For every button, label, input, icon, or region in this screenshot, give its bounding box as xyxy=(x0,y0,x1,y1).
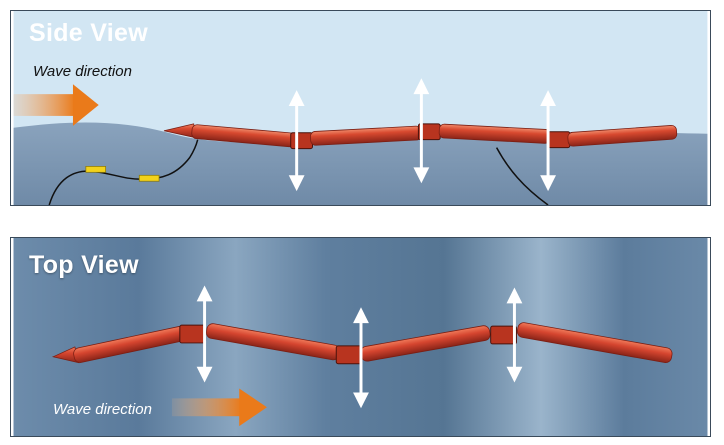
tube-joint xyxy=(547,131,571,149)
mooring-buoy xyxy=(85,166,160,182)
top-view-title: Top View xyxy=(29,251,139,279)
motion-arrow-icon xyxy=(196,285,213,383)
top-wave-direction-label: Wave direction xyxy=(53,401,152,418)
top-view-panel: Top View Wave direction xyxy=(10,237,711,437)
side-view-illustration xyxy=(13,11,708,205)
mooring-line-right xyxy=(495,147,549,205)
tube-joint xyxy=(490,325,517,345)
tube-joint xyxy=(179,324,207,344)
side-view-title: Side View xyxy=(29,19,148,47)
wave-direction-arrow-icon xyxy=(171,388,267,427)
motion-arrow-icon xyxy=(506,287,523,383)
top-view-illustration xyxy=(13,238,708,436)
motion-arrow-icon xyxy=(413,78,430,184)
tube-joint xyxy=(290,132,313,150)
tube-segment xyxy=(516,322,673,363)
motion-arrow-icon xyxy=(353,307,369,409)
tube-joint xyxy=(335,345,363,365)
side-view-panel: Side View Wave direction xyxy=(10,10,711,206)
wave-direction-arrow-icon xyxy=(13,84,99,126)
wave-energy-device-top xyxy=(51,322,673,365)
tube-segment xyxy=(567,125,678,147)
side-wave-direction-label: Wave direction xyxy=(33,63,132,80)
motion-arrow-icon xyxy=(288,90,305,192)
motion-arrow-icon xyxy=(540,90,556,192)
